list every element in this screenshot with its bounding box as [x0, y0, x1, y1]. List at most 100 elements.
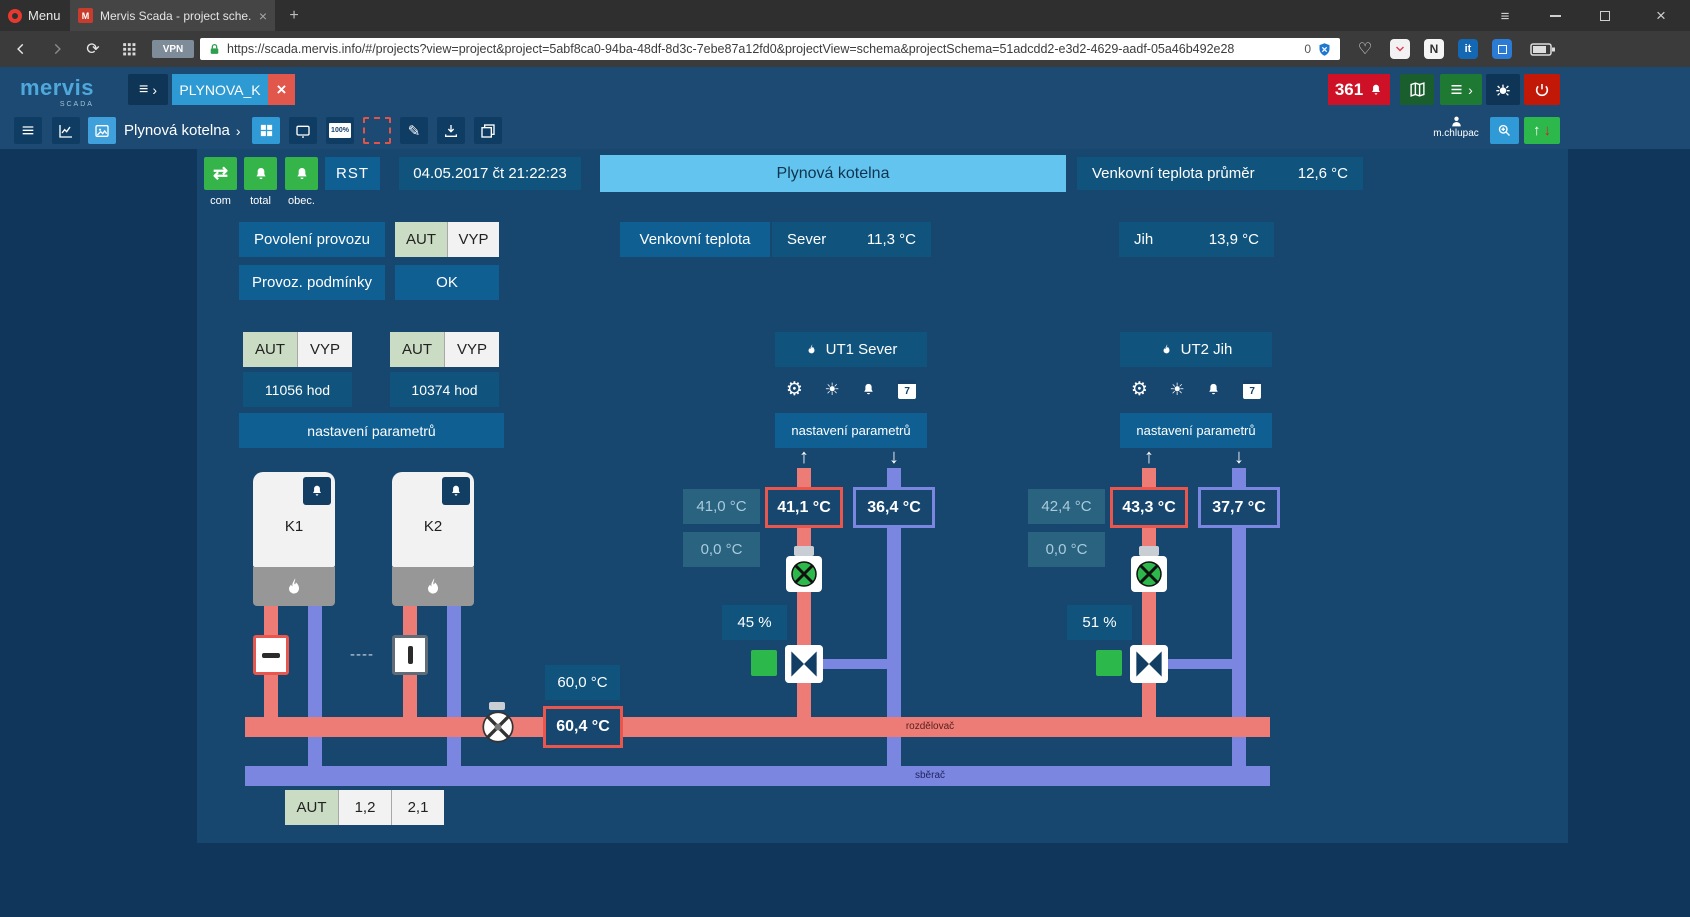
aut-option[interactable]: AUT: [243, 332, 297, 367]
general-alarm-button[interactable]: [285, 157, 318, 190]
summer-mode-icon[interactable]: ☀: [824, 379, 840, 399]
display-mode-button[interactable]: [289, 117, 317, 144]
ut1-pump[interactable]: [785, 645, 823, 683]
schema-map-button[interactable]: [1400, 74, 1434, 105]
ut2-mixing-valve[interactable]: [1131, 556, 1167, 592]
breadcrumb-label: Plynová kotelna: [124, 122, 230, 139]
pump-icon: [785, 645, 823, 683]
debug-button[interactable]: [1486, 74, 1520, 105]
bug-icon: [1496, 84, 1510, 96]
pocket-extension-button[interactable]: [1390, 39, 1410, 59]
event-list-button[interactable]: ›: [1440, 74, 1482, 105]
week-schedule-icon[interactable]: 7: [1243, 380, 1262, 399]
bell-icon: [452, 485, 460, 496]
k1-mode-toggle: AUT VYP: [243, 332, 352, 367]
sequence-12-option[interactable]: 1,2: [338, 790, 391, 825]
sequence-aut-option[interactable]: AUT: [285, 790, 338, 825]
favorites-button[interactable]: ♡: [1354, 38, 1376, 60]
week-schedule-icon[interactable]: 7: [898, 380, 917, 399]
back-button[interactable]: [8, 36, 34, 62]
damper-open-icon: [407, 646, 413, 664]
vyp-option[interactable]: VYP: [297, 332, 352, 367]
vyp-option[interactable]: VYP: [444, 332, 499, 367]
window-close-button[interactable]: ×: [1648, 4, 1674, 28]
it-extension-button[interactable]: it: [1458, 39, 1478, 59]
schema-view-button[interactable]: [88, 117, 116, 144]
schema-title: Plynová kotelna: [600, 155, 1066, 192]
flame-icon: [427, 577, 439, 594]
project-tab-close-button[interactable]: ×: [268, 74, 295, 105]
outdoor-temp-label: Venkovní teplota: [620, 222, 770, 257]
evernote-extension-button[interactable]: N: [1424, 39, 1444, 59]
screenshot-extension-button[interactable]: [1492, 39, 1512, 59]
k2-name: K2: [423, 518, 443, 535]
main-menu-button[interactable]: ≡ ›: [128, 74, 168, 105]
settings-gear-icon[interactable]: ⚙: [785, 379, 803, 400]
zoom-in-button[interactable]: [1490, 117, 1519, 144]
k2-alarm-button[interactable]: [442, 477, 470, 505]
k2-damper-open[interactable]: [392, 635, 428, 675]
reload-button[interactable]: ⟳: [80, 36, 106, 62]
chevron-left-icon: [17, 43, 24, 55]
browser-tab[interactable]: M Mervis Scada - project sche... ×: [70, 0, 275, 31]
ut2-pump[interactable]: [1130, 645, 1168, 683]
browser-menu-button[interactable]: Menu: [8, 4, 61, 27]
tab-menu-icon[interactable]: ≡: [1500, 7, 1510, 25]
vyp-option[interactable]: VYP: [447, 222, 499, 257]
breadcrumb[interactable]: Plynová kotelna ›: [124, 117, 241, 144]
aut-option[interactable]: AUT: [390, 332, 444, 367]
outdoor-average-value: 12,6 °C: [1297, 165, 1348, 182]
chevron-right-icon: ›: [1468, 81, 1473, 98]
tab-favicon: M: [78, 8, 93, 23]
shield-block-icon[interactable]: [1317, 42, 1332, 57]
window-minimize-button[interactable]: [1543, 6, 1567, 26]
speed-dial-button[interactable]: [116, 36, 142, 62]
operation-enable-label: Povolení provozu: [239, 222, 385, 257]
ut1-params-button[interactable]: nastavení parametrů: [775, 413, 927, 448]
k1-alarm-button[interactable]: [303, 477, 331, 505]
bell-icon: [1372, 84, 1381, 94]
sequence-21-option[interactable]: 2,1: [391, 790, 444, 825]
com-alarm-button[interactable]: ⇄: [204, 157, 237, 190]
aut-option[interactable]: AUT: [395, 222, 447, 257]
alarm-counter-button[interactable]: 361: [1328, 74, 1390, 105]
url-field[interactable]: https://scada.mervis.info/#/projects?vie…: [200, 38, 1340, 60]
user-indicator[interactable]: m.chlupac: [1426, 115, 1486, 148]
grid-dots-icon: [123, 43, 136, 56]
window-maximize-button[interactable]: [1593, 6, 1617, 26]
chart-view-button[interactable]: [52, 117, 80, 144]
ut2-params-button[interactable]: nastavení parametrů: [1120, 413, 1272, 448]
edit-button[interactable]: ✎: [400, 117, 428, 144]
logout-button[interactable]: [1524, 74, 1560, 105]
header-valve[interactable]: [481, 710, 515, 744]
boiler-params-button[interactable]: nastavení parametrů: [239, 413, 504, 448]
scale-arrows-button[interactable]: ↑ ↓: [1524, 117, 1560, 144]
tab-close-icon[interactable]: ×: [258, 7, 267, 24]
download-button[interactable]: [437, 117, 465, 144]
alarm-bell-icon[interactable]: [861, 382, 876, 397]
rst-button[interactable]: RST: [325, 157, 380, 190]
flame-icon: [288, 577, 300, 594]
settings-gear-icon[interactable]: ⚙: [1130, 379, 1148, 400]
screen-icon: [296, 125, 310, 138]
fit-view-button[interactable]: [252, 117, 280, 144]
selection-mode-button[interactable]: [363, 117, 391, 144]
vpn-badge[interactable]: VPN: [152, 40, 194, 58]
return-header-pipe: [245, 766, 1270, 786]
ut2-pump-stub-pipe: [1168, 659, 1232, 669]
duplicate-window-button[interactable]: [474, 117, 502, 144]
summer-mode-icon[interactable]: ☀: [1169, 379, 1185, 399]
zoom-100-button[interactable]: 100%: [326, 117, 354, 144]
forward-button[interactable]: [44, 36, 70, 62]
k1-damper-closed[interactable]: [253, 635, 289, 675]
new-tab-button[interactable]: +: [289, 7, 299, 24]
damper-closed-icon: [262, 652, 280, 658]
total-label: total: [250, 195, 271, 207]
total-alarm-button[interactable]: [244, 157, 277, 190]
bell-icon: [296, 167, 307, 179]
alarm-bell-icon[interactable]: [1206, 382, 1221, 397]
project-tab[interactable]: PLYNOVA_K: [172, 74, 268, 105]
list-view-button[interactable]: [14, 117, 42, 144]
ut1-mixing-valve[interactable]: [786, 556, 822, 592]
